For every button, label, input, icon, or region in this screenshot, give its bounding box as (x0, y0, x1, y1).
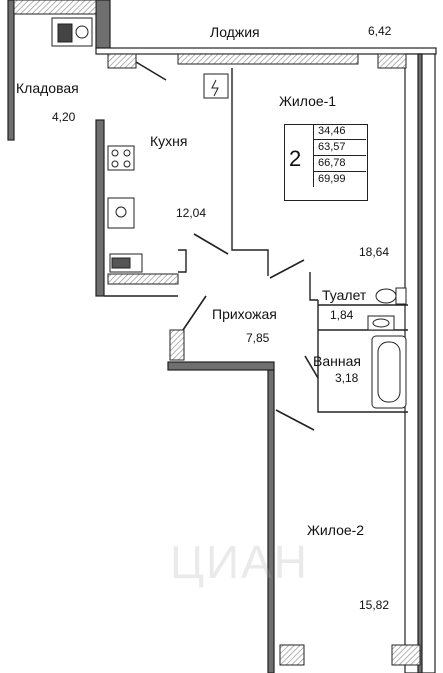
room-area-living-1: 18,64 (359, 245, 390, 259)
room-name-kitchen: Кухня (150, 133, 188, 149)
room-area-living-2: 15,82 (359, 598, 390, 612)
room-area-kitchen: 12,04 (176, 206, 207, 220)
storage-fixtures (51, 17, 93, 47)
summary-area-total: 63,57 (314, 140, 366, 156)
room-area-toilet: 1,84 (330, 308, 354, 322)
summary-box (284, 124, 368, 201)
door-swings (135, 61, 319, 431)
summary-area-living: 34,46 (314, 124, 366, 140)
room-name-hallway: Прихожая (212, 306, 277, 322)
summary-areas: 34,46 63,57 66,78 69,99 (313, 124, 366, 187)
summary-room-count: 2 (289, 146, 302, 171)
sanitary-fixtures (367, 287, 407, 409)
room-name-bathroom: Ванная (313, 353, 361, 369)
room-name-toilet: Туалет (322, 287, 367, 303)
room-area-hallway: 7,85 (246, 331, 270, 345)
room-name-living-2: Жилое-2 (307, 522, 365, 538)
stove-icon (107, 145, 135, 171)
wall-hatching (13, 0, 421, 666)
room-area-loggia: 6,42 (368, 24, 392, 38)
sink-icon (107, 197, 135, 229)
room-name-living-1: Жилое-1 (279, 93, 337, 109)
room-area-storage: 4,20 (52, 110, 76, 124)
watermark: ЦИАН (170, 536, 309, 588)
interior-walls (104, 68, 408, 413)
room-area-bathroom: 3,18 (335, 371, 359, 385)
room-name-loggia: Лоджия (210, 24, 260, 40)
toilet-icon (375, 288, 397, 304)
room-name-storage: Кладовая (16, 80, 79, 96)
kitchen-fixtures (107, 73, 229, 273)
outer-walls (7, 0, 437, 673)
summary-area-with-loggia: 69,99 (318, 173, 346, 185)
electrical-panel-icon (203, 73, 229, 99)
summary-area-with-loggia-reduced: 66,78 (314, 156, 366, 172)
